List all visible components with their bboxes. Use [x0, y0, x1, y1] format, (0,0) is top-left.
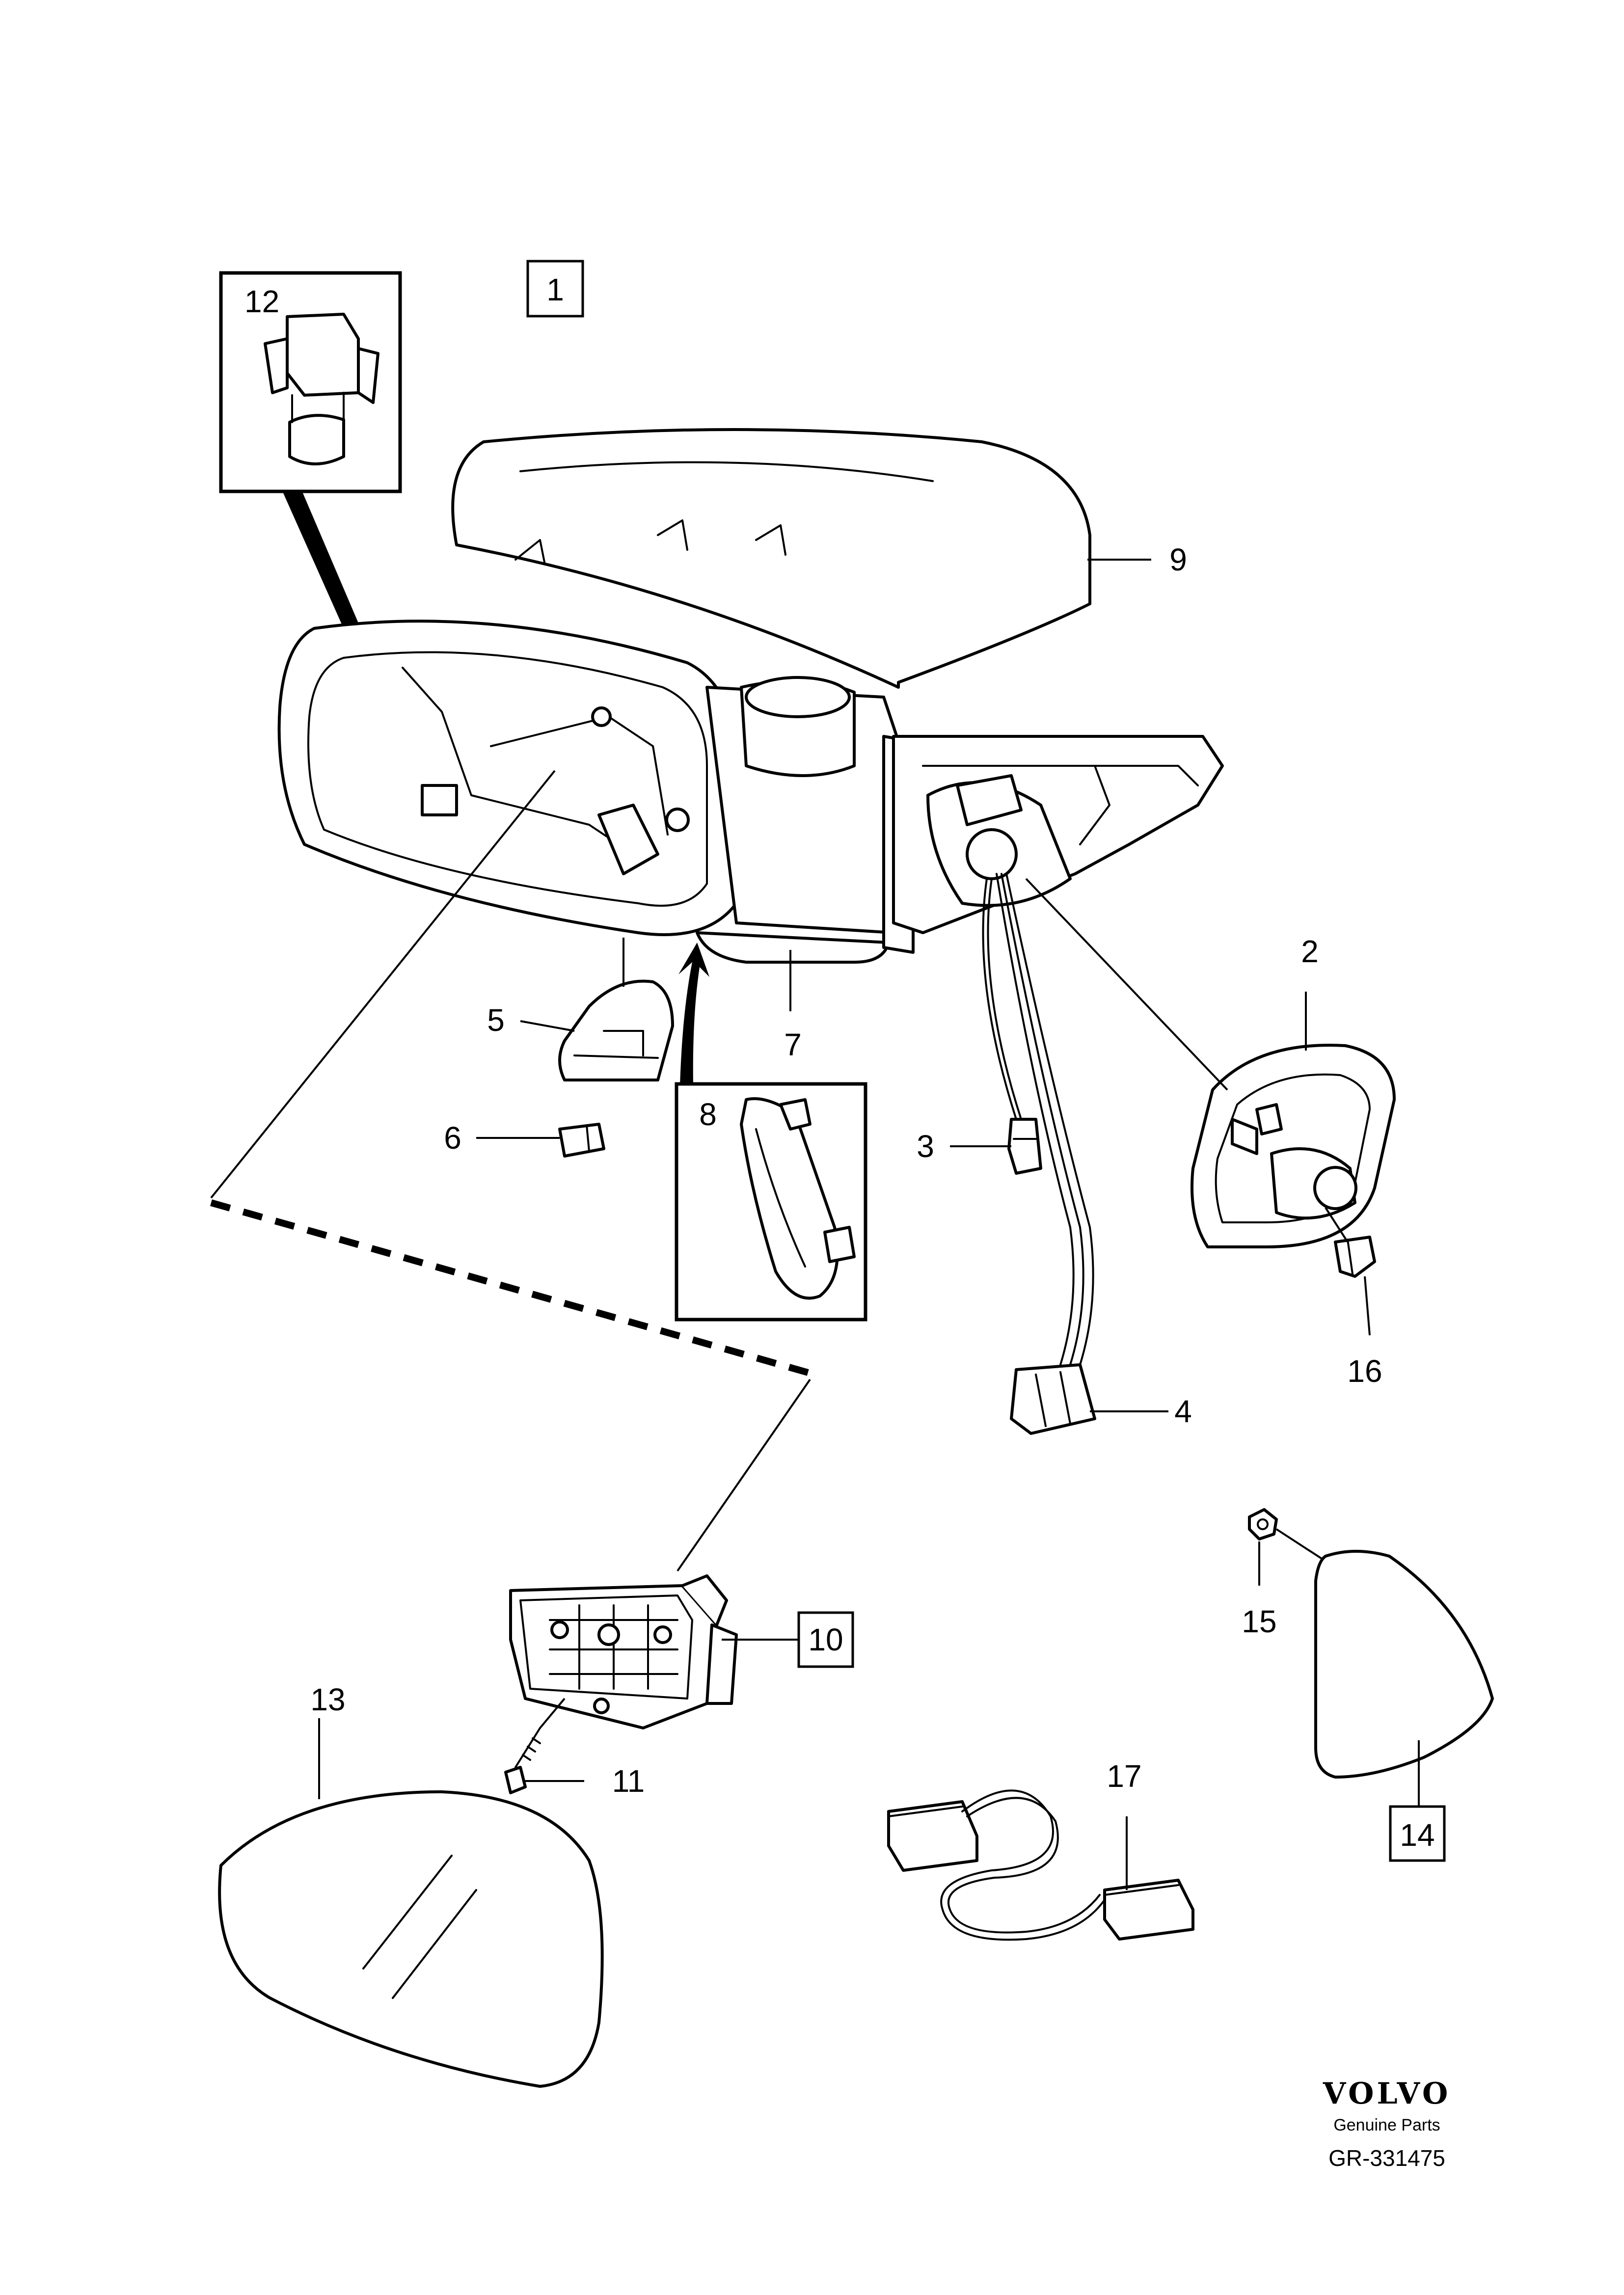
label-box-1 — [526, 260, 584, 318]
callout-14: 14 — [1400, 1817, 1435, 1853]
adjustment-motor-part-10 — [509, 1574, 738, 1729]
callout-11: 11 — [612, 1763, 645, 1799]
brand-logo-text: VOLVO — [1323, 2077, 1451, 2111]
puddle-lamp-part-2 — [1191, 1044, 1396, 1248]
lamp-lens-part-5 — [558, 979, 674, 1081]
callout-8: 8 — [699, 1097, 717, 1132]
inset-part-12: 12 — [219, 271, 402, 493]
dashed-assembly-line — [210, 1199, 816, 1378]
leader-line-glass — [210, 770, 556, 1199]
callout-9: 9 — [1169, 542, 1187, 577]
callout-1: 1 — [546, 272, 564, 307]
label-box-14 — [1389, 1805, 1446, 1862]
callout-12: 12 — [244, 284, 279, 319]
callout-16: 16 — [1347, 1353, 1382, 1389]
connector-part-12 — [264, 313, 379, 465]
pointer-arrow-8 — [678, 943, 709, 1085]
mirror-cover-part-9 — [451, 428, 1091, 689]
callout-17: 17 — [1107, 1758, 1141, 1794]
callout-15: 15 — [1242, 1604, 1276, 1639]
brand-tagline: Genuine Parts — [1333, 2116, 1440, 2134]
callout-10: 10 — [808, 1622, 843, 1657]
diagram-reference-number: GR-331475 — [1328, 2145, 1445, 2171]
mirror-glass-part-13 — [218, 1790, 604, 2088]
bulb-part-16 — [1334, 1236, 1376, 1278]
callout-7: 7 — [784, 1027, 802, 1062]
screw-part-11 — [504, 1727, 541, 1794]
wire-harness-part-17 — [887, 1789, 1194, 1941]
mirror-housing-part-1 — [277, 620, 1224, 964]
connector-part-3 — [1007, 1118, 1042, 1175]
callout-4: 4 — [1174, 1394, 1192, 1429]
wiring-harness-part-4 — [982, 873, 1096, 1435]
callout-6: 6 — [444, 1120, 461, 1156]
blind-spot-mirror-part-14 — [1314, 1550, 1494, 1779]
inset-part-8: 8 — [675, 1082, 867, 1322]
callout-3: 3 — [917, 1129, 934, 1164]
callout-13: 13 — [310, 1682, 345, 1717]
callout-5: 5 — [487, 1002, 505, 1038]
gasket-part-8 — [740, 1097, 856, 1300]
callout-2: 2 — [1301, 934, 1319, 969]
nut-part-15 — [1248, 1508, 1278, 1540]
bulb-part-6 — [558, 1123, 605, 1158]
